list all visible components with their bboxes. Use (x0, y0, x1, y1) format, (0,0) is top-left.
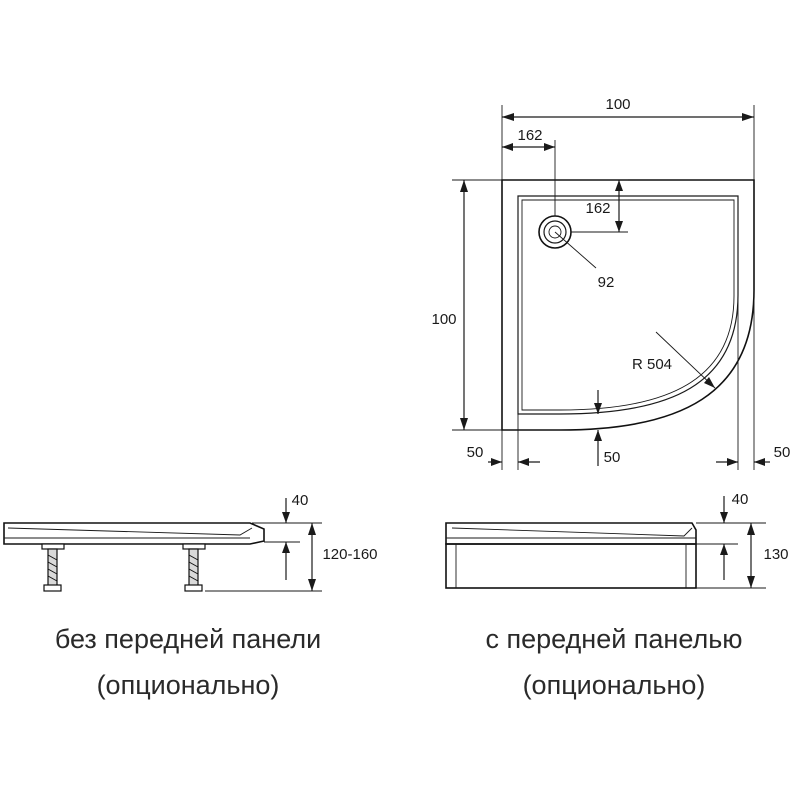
tray-outer-outline (501, 179, 755, 431)
rim-right-label: 50 (774, 444, 791, 461)
side2-caption-line1: с передней панелью (485, 624, 742, 654)
tray-inner-outline (517, 195, 739, 415)
drain-diameter-label: 92 (598, 274, 615, 291)
adjustable-leg-left (41, 543, 65, 592)
front-panel (445, 543, 697, 589)
drain-y-label: 162 (585, 200, 610, 217)
side1-total-label: 120-160 (322, 546, 377, 563)
side2-rim-label: 40 (732, 491, 749, 508)
depth-label: 100 (431, 311, 456, 328)
side1-caption-line2: (опционально) (97, 670, 280, 700)
drain-diameter-leader (554, 231, 597, 269)
side-view-without-panel: 40 120-160 без передней панели (опционал… (3, 492, 378, 700)
side2-caption-line2: (опционально) (523, 670, 706, 700)
width-label: 100 (605, 96, 630, 113)
tray-side-body (3, 522, 265, 545)
radius-leader (655, 331, 716, 389)
radius-label: R 504 (632, 356, 672, 373)
rim-front-label: 50 (604, 449, 621, 466)
adjustable-leg-right (182, 543, 206, 592)
side1-rim-label: 40 (292, 492, 309, 509)
rim-left-label: 50 (467, 444, 484, 461)
top-view: 100 162 162 92 R 504 100 50 (431, 96, 790, 470)
side-view-with-panel: 40 130 с передней панелью (опционально) (445, 491, 789, 700)
side2-total-label: 130 (763, 546, 788, 563)
drain-x-label: 162 (517, 127, 542, 144)
tray-inner-rim (521, 199, 735, 411)
tray-rim (445, 522, 697, 545)
side1-caption-line1: без передней панели (55, 624, 321, 654)
